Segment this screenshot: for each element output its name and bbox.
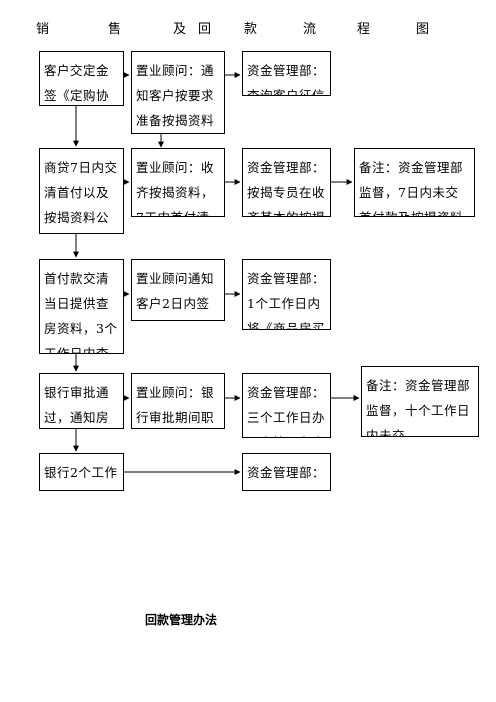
title-char: 款 <box>244 22 258 37</box>
box-finance-receive-loan: 资金管理部：1个工作日领取放 <box>242 453 331 491</box>
box-text: 客户交定金签《定购协 <box>44 63 110 103</box>
title-char: 程 <box>357 22 371 37</box>
title-char: 销 <box>36 22 50 37</box>
box-consultant-notify: 置业顾问：通知客户按要求准备按揭资料 <box>131 51 225 134</box>
box-text: 银行审批通过，通知房产 <box>44 385 110 425</box>
box-finance-1day: 资金管理部：1个工作日内将《商品房买 <box>242 259 331 330</box>
box-text: 置业顾问：通知客户按要求准备按揭资料 <box>136 63 215 128</box>
box-text: 置业顾问：银行审批期间职业顾问 <box>136 385 215 425</box>
box-text: 资金管理部：1个工作日领取放 <box>247 465 326 480</box>
box-text: 银行2个工作日放款 <box>44 465 118 480</box>
title-char: 售 <box>108 22 122 37</box>
box-consultant-sign-contract: 置业顾问通知客户2日内签定《商 <box>131 259 225 321</box>
box-text: 资金管理部：查询客户征信 <box>247 63 326 96</box>
box-consultant-collect: 置业顾问：收齐按揭资料，7天内首付清按 <box>131 148 225 217</box>
box-text: 首付款交清当日提供查房资料，3个工作日内查房结果 <box>44 271 118 354</box>
title-char: 流 <box>303 22 317 37</box>
box-text: 备注：资金管理部监督，十个工作日内未交 <box>366 378 471 437</box>
box-text: 置业顾问通知客户2日内签定《商 <box>136 271 215 311</box>
box-text: 资金管理部：1个工作日内将《商品房买 <box>247 271 326 330</box>
title-char: 图 <box>416 22 430 37</box>
box-note-10days: 备注：资金管理部监督，十个工作日内未交 <box>361 366 479 437</box>
box-text: 置业顾问：收齐按揭资料，7天内首付清按 <box>136 160 215 216</box>
box-bank-loan-release: 银行2个工作日放款 <box>39 453 124 491</box>
box-text: 资金管理部：按揭专员在收齐其本的按揭 <box>247 160 326 216</box>
box-text: 商贷7日内交清首付以及按揭资料公积金7日内 <box>44 160 118 225</box>
box-customer-deposit: 客户交定金签《定购协 <box>39 51 124 106</box>
box-consultant-bank-review: 置业顾问：银行审批期间职业顾问 <box>131 373 225 429</box>
title-char: 及 <box>173 22 187 37</box>
box-finance-3days-filing: 资金管理部：三个工作日办理房管局备案抵押， <box>242 373 331 438</box>
footer-heading: 回款管理办法 <box>145 613 218 627</box>
box-finance-mortgage-specialist: 资金管理部：按揭专员在收齐其本的按揭 <box>242 148 331 217</box>
box-bank-approval: 银行审批通过，通知房产 <box>39 373 124 429</box>
box-note-7days: 备注：资金管理部监督，7日内未交首付款及按揭资料的，严格按 <box>354 148 475 217</box>
box-text: 资金管理部：三个工作日办理房管局备案抵押， <box>247 385 326 437</box>
box-text: 备注：资金管理部监督，7日内未交首付款及按揭资料的，严格按 <box>359 160 464 216</box>
box-downpayment-cleared: 首付款交清当日提供查房资料，3个工作日内查房结果 <box>39 259 124 354</box>
box-commercial-loan: 商贷7日内交清首付以及按揭资料公积金7日内 <box>39 148 124 234</box>
title-char: 回 <box>198 22 212 37</box>
box-finance-credit-check: 资金管理部：查询客户征信 <box>242 51 331 96</box>
